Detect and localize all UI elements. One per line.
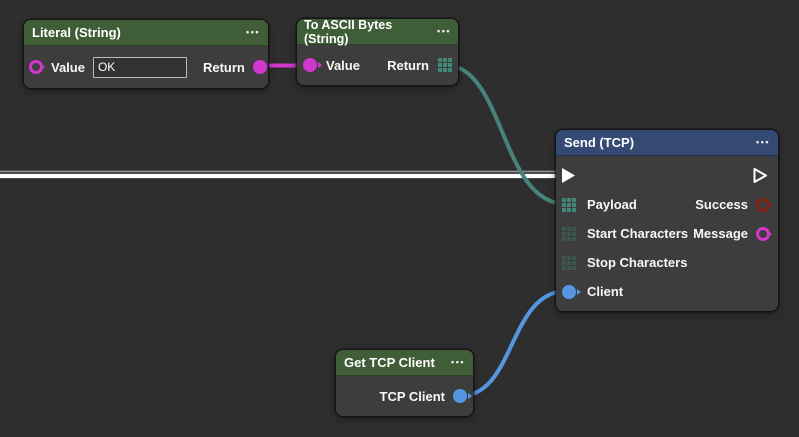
node-menu-icon[interactable]: ••• — [246, 27, 260, 37]
node-send-header[interactable]: Send (TCP) ••• — [556, 130, 778, 156]
stop-characters-bytes-port[interactable] — [561, 255, 576, 270]
node-menu-icon[interactable]: ••• — [437, 26, 451, 36]
value-label: Value — [326, 57, 360, 73]
flow-row — [556, 161, 778, 190]
success-label: Success — [695, 197, 748, 212]
payload-port-wrap — [560, 197, 577, 212]
value-input-port[interactable] — [29, 60, 43, 74]
client-port-wrap — [560, 284, 577, 299]
stop-characters-port-wrap — [560, 255, 577, 270]
node-send-title: Send (TCP) — [564, 135, 635, 150]
node-literal-string[interactable]: Literal (String) ••• Value Return — [24, 20, 268, 88]
tcp-client-output-port[interactable] — [453, 389, 467, 403]
start-characters-label: Start Characters — [587, 226, 689, 241]
return-label: Return — [202, 59, 245, 75]
literal-value-input[interactable] — [92, 56, 187, 78]
node-to-ascii-bytes[interactable]: To ASCII Bytes (String) ••• Value Return — [297, 19, 458, 85]
client-row: Client — [556, 277, 778, 306]
node-ascii-body: Value Return — [297, 45, 458, 85]
value-label: Value — [51, 59, 85, 75]
client-wire[interactable] — [458, 289, 569, 398]
stop-characters-label: Stop Characters — [587, 255, 688, 270]
flow-output-icon[interactable] — [751, 166, 770, 185]
node-ascii-title: To ASCII Bytes (String) — [304, 19, 393, 46]
start-characters-row: Start Characters Message — [556, 219, 778, 248]
node-menu-icon[interactable]: ••• — [756, 137, 770, 147]
node-ascii-header[interactable]: To ASCII Bytes (String) ••• — [297, 19, 458, 46]
payload-label: Payload — [587, 197, 637, 212]
tcp-client-label: TCP Client — [379, 388, 446, 404]
flow-input-icon[interactable] — [559, 166, 578, 185]
node-menu-icon[interactable]: ••• — [451, 357, 465, 367]
return-output-port[interactable] — [252, 60, 267, 74]
node-send-tcp[interactable]: Send (TCP) ••• Payload Success — [556, 130, 778, 311]
payload-bytes-port[interactable] — [561, 197, 576, 212]
client-label: Client — [587, 284, 624, 299]
message-label: Message — [693, 226, 748, 241]
node-literal-title: Literal (String) — [32, 25, 121, 40]
value-input-port[interactable] — [303, 58, 317, 72]
stop-characters-row: Stop Characters — [556, 248, 778, 277]
message-output-port[interactable] — [756, 226, 770, 241]
return-label: Return — [387, 57, 429, 73]
node-send-body: Payload Success Start Characters Message… — [556, 156, 778, 311]
node-literal-body: Value Return — [24, 46, 268, 88]
node-gettcp-title: Get TCP Client — [344, 355, 435, 370]
return-bytes-port[interactable] — [438, 58, 452, 72]
node-literal-header[interactable]: Literal (String) ••• — [24, 20, 268, 46]
client-input-port[interactable] — [561, 284, 576, 299]
payload-row: Payload Success — [556, 190, 778, 219]
payload-wire[interactable] — [443, 63, 568, 206]
node-gettcp-header[interactable]: Get TCP Client ••• — [336, 350, 473, 376]
start-characters-port-wrap — [560, 226, 577, 241]
success-output-port[interactable] — [756, 197, 770, 212]
flow-input-port-wrap — [560, 166, 577, 185]
node-get-tcp-client[interactable]: Get TCP Client ••• TCP Client — [336, 350, 473, 416]
node-gettcp-body: TCP Client — [336, 376, 473, 416]
start-characters-bytes-port[interactable] — [561, 226, 576, 241]
